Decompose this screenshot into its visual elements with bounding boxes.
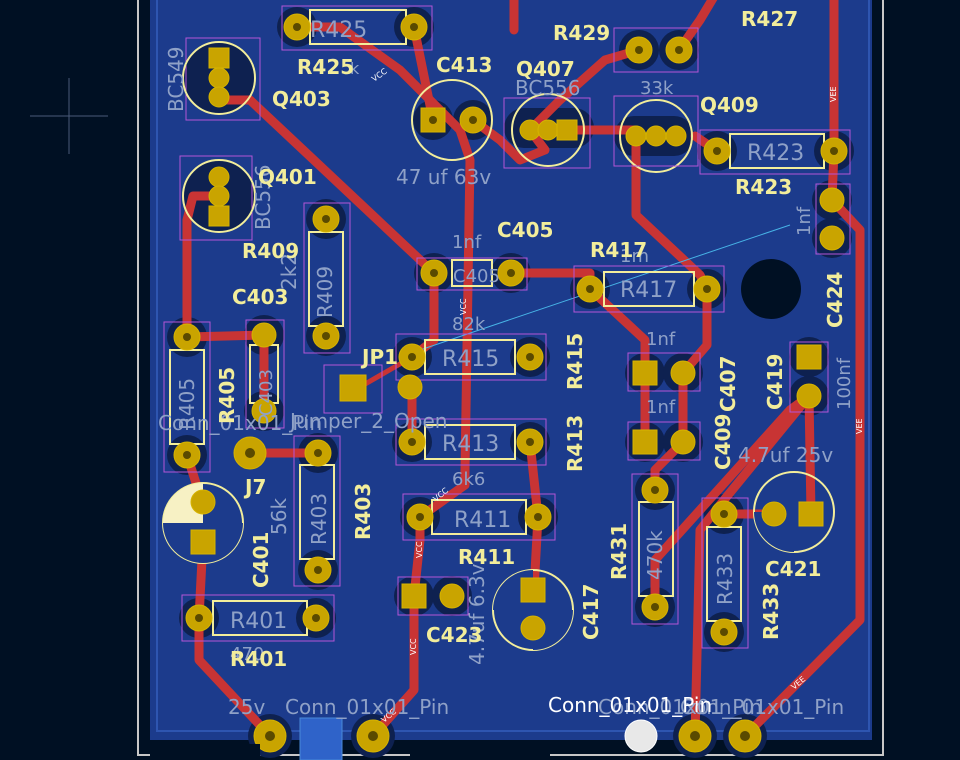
ref-r405: R405 <box>215 367 239 424</box>
ref-c423: C423 <box>426 623 482 647</box>
r403-fab: R403 <box>307 493 331 545</box>
ref-r403: R403 <box>351 483 375 540</box>
mounting-hole <box>741 259 801 319</box>
r405-fab: R405 <box>175 378 199 430</box>
ref-c407: C407 <box>716 356 740 412</box>
net-label-vee: VEE <box>829 86 838 102</box>
net-label-vcc: VCC <box>415 541 424 558</box>
conn-bottom-label-2: Conn_01x01_Pin <box>548 693 712 717</box>
c405-value: 1nf <box>452 232 482 253</box>
ref-r423: R423 <box>735 175 792 199</box>
r411-fab: R411 <box>454 508 511 533</box>
conn-pin-label: Conn_01x01_Pin <box>158 411 322 435</box>
r417-fab: R417 <box>620 278 677 303</box>
conn-bottom-label-4: Conn_01x01_Pin <box>680 695 844 719</box>
q407-value: BC556 <box>515 76 581 100</box>
copper-pour-border <box>156 0 870 732</box>
ref-c413: C413 <box>436 53 492 77</box>
r431-value: 470k <box>643 530 667 580</box>
net-label-vcc: VCC <box>409 638 418 655</box>
bc556-label: BC556 <box>251 164 275 230</box>
ref-c421: C421 <box>765 557 821 581</box>
ref-r417: R417 <box>590 238 647 262</box>
ref-r415: R415 <box>563 333 587 390</box>
c417-value: 4.7uf 6.3v <box>465 563 489 665</box>
ref-q407: Q407 <box>516 57 575 81</box>
r401-value: 470 <box>230 644 264 665</box>
value-texts: R425 k 47 uf 63v 33k BC556 R423 BC549 BC… <box>158 18 855 719</box>
square-pads <box>190 47 824 609</box>
ref-jp1: JP1 <box>360 345 398 369</box>
board-bottom-gap-1 <box>150 744 260 760</box>
c409-value: 1nf <box>646 397 676 418</box>
net-label-vee: VEE <box>855 418 864 434</box>
c421-value: 4.7uf 25v <box>738 443 833 467</box>
ref-r411: R411 <box>458 545 515 569</box>
ref-c409: C409 <box>711 414 735 470</box>
r433-fab: R433 <box>713 553 737 605</box>
connector-blue-footprint <box>299 717 343 760</box>
pads <box>173 13 848 753</box>
reference-designators: R425 C413 R429 Q407 R427 Q409 R423 Q403 … <box>215 7 847 717</box>
ref-c417: C417 <box>579 584 603 640</box>
c424-value: 1nf <box>794 206 815 236</box>
r401-fab: R401 <box>230 609 287 634</box>
r403-value: 56k <box>267 498 291 535</box>
r413-fab: R413 <box>442 432 499 457</box>
bc549-label: BC549 <box>164 46 188 112</box>
c419-value: 100nf <box>834 357 855 410</box>
r423-fab: R423 <box>747 141 804 166</box>
c413-value: 47 uf 63v <box>396 165 491 189</box>
ref-c403: C403 <box>232 285 288 309</box>
ref-r431: R431 <box>607 523 631 580</box>
r429-value: 33k <box>640 78 674 99</box>
ref-c419: C419 <box>763 354 787 410</box>
ref-c405: C405 <box>497 218 553 242</box>
ref-r413: R413 <box>563 415 587 472</box>
ref-r409: R409 <box>242 239 299 263</box>
ref-q403: Q403 <box>272 87 331 111</box>
ref-r427: R427 <box>741 7 798 31</box>
ref-c401: C401 <box>249 532 273 588</box>
conn-bottom-label-1: Conn_01x01_Pin <box>285 695 449 719</box>
ref-r401: R401 <box>230 647 287 671</box>
r415-fab: R415 <box>442 347 499 372</box>
r415-value: 82k <box>452 314 486 335</box>
drill-holes <box>183 23 838 741</box>
c407-value: 1nf <box>646 329 676 350</box>
net-label-vcc: VCC <box>459 298 468 315</box>
ref-r425: R425 <box>297 55 354 79</box>
ref-c424: C424 <box>823 272 847 328</box>
r425-value: R425 <box>310 18 367 43</box>
r413-value: 6k6 <box>452 469 485 490</box>
ref-r433: R433 <box>759 583 783 640</box>
cap-voltage: 25v <box>228 695 265 719</box>
r417-value: 1m <box>620 246 649 267</box>
c405-fab: C405 <box>453 266 500 287</box>
ref-q401: Q401 <box>258 165 317 189</box>
r409-fab: R409 <box>313 266 337 318</box>
c403-fab: C403 <box>256 369 277 416</box>
ref-q409: Q409 <box>700 93 759 117</box>
jumper-value: Jumper_2_Open <box>288 409 447 433</box>
ref-r429: R429 <box>553 21 610 45</box>
ref-j7: J7 <box>243 475 266 499</box>
r425-value-suffix: k <box>350 59 360 78</box>
board-bottom-gap-2 <box>410 744 550 760</box>
conn-bottom-label-3: Conn_01x01_Pin <box>598 695 762 719</box>
r409-value: 2k2 <box>277 253 301 290</box>
